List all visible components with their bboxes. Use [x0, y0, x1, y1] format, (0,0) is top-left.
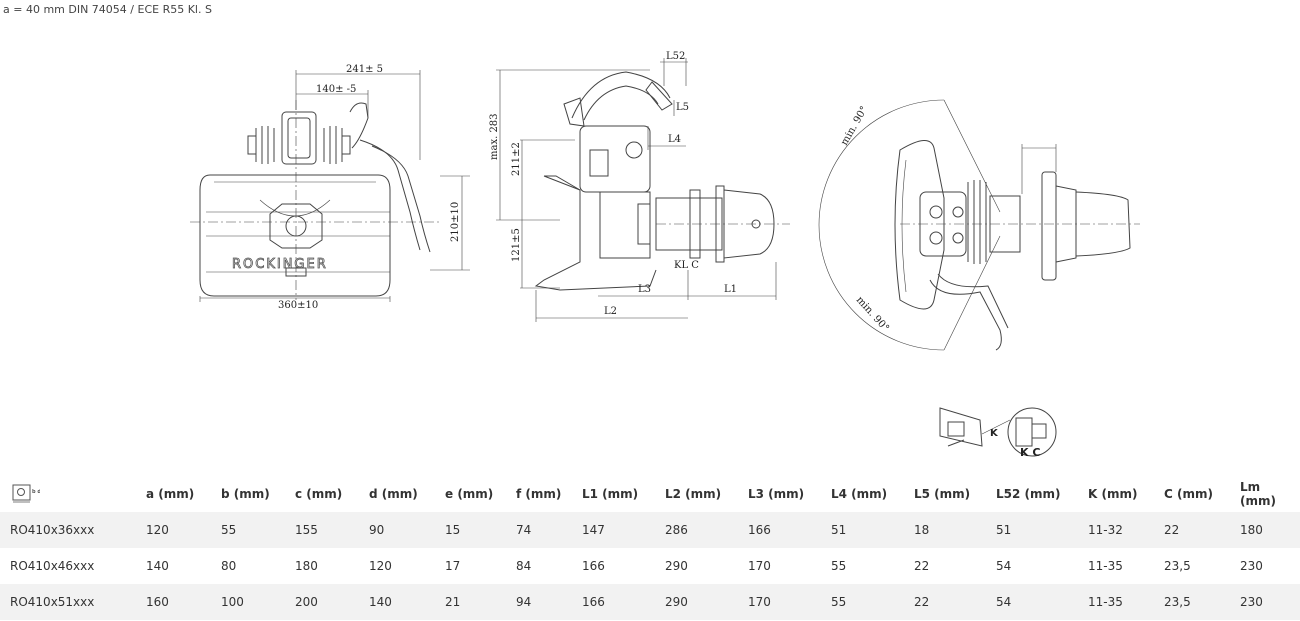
table-cell: 286: [665, 512, 748, 548]
table-header-row: b d a (mm) b (mm) c (mm) d (mm) e (mm) f…: [0, 476, 1300, 512]
table-cell: 11-32: [1088, 512, 1164, 548]
table-cell: 15: [445, 512, 516, 548]
dim-360: 360±10: [278, 300, 318, 311]
table-cell: 170: [748, 584, 831, 620]
table-cell: 120: [369, 559, 392, 573]
col-header: b (mm): [221, 487, 270, 501]
col-header: L4 (mm): [831, 487, 888, 501]
table-cell: 166: [582, 584, 665, 620]
dim-l5: L5: [676, 102, 689, 113]
table-cell: 160: [146, 584, 221, 620]
dim-l3: L3: [638, 284, 651, 295]
table-cell: 23,5: [1164, 584, 1240, 620]
dim-klc: KL C: [674, 260, 699, 271]
table-cell: 51: [996, 512, 1088, 548]
table-cell: 147: [582, 512, 665, 548]
table-cell: 11-35: [1088, 559, 1123, 573]
table-cell: 140: [146, 559, 169, 573]
table-cell: 180: [1240, 512, 1300, 548]
col-header: L52 (mm): [996, 487, 1061, 501]
model-cell: RO410x36xxx: [0, 512, 146, 548]
kc-detail-drawing: K K C: [939, 407, 1057, 459]
table-cell: 290: [665, 584, 748, 620]
col-header: L1 (mm): [582, 487, 639, 501]
table-cell: 51: [831, 512, 914, 548]
col-header: L5 (mm): [914, 487, 971, 501]
table-cell: 55: [221, 512, 295, 548]
table-cell: 54: [996, 559, 1012, 573]
col-header: c (mm): [295, 487, 343, 501]
table-cell: 166: [748, 512, 831, 548]
table-cell: 84: [516, 559, 532, 573]
model-cell: RO410x51xxx: [0, 584, 146, 620]
table-cell: 290: [665, 559, 688, 573]
table-row: RO410x46xxx 140 80 180 120 17 84 166 290…: [0, 548, 1300, 584]
dim-l2: L2: [604, 306, 617, 317]
col-header: Lm (mm): [1240, 480, 1276, 508]
table-cell: 230: [1240, 559, 1263, 573]
col-header: f (mm): [516, 487, 562, 501]
table-cell: 140: [369, 584, 445, 620]
dim-121: 121±5: [511, 228, 522, 262]
table-cell: 55: [831, 584, 914, 620]
col-header: a (mm): [146, 487, 195, 501]
table-cell: 21: [445, 584, 516, 620]
table-cell: 22: [914, 559, 930, 573]
detail-kc: K C: [1020, 446, 1040, 459]
table-cell: 155: [295, 512, 369, 548]
table-cell: 100: [221, 584, 295, 620]
angle-top: min. 90°: [839, 105, 870, 148]
angle-bottom: min. 90°: [854, 295, 891, 334]
top-view-drawing: min. 90° min. 90°: [818, 99, 1140, 351]
col-header: L2 (mm): [665, 487, 722, 501]
table-cell: 80: [221, 559, 237, 573]
specs-table: b d a (mm) b (mm) c (mm) d (mm) e (mm) f…: [0, 476, 1300, 620]
detail-k: K: [990, 428, 999, 439]
table-cell: 22: [1164, 512, 1240, 548]
dim-l52: L52: [666, 51, 685, 62]
dim-210: 210±10: [450, 202, 461, 242]
model-cell: RO410x46xxx: [10, 559, 95, 573]
col-header: L3 (mm): [748, 487, 805, 501]
dimension-legend-icon: b d: [0, 476, 146, 512]
table-cell: 74: [516, 512, 582, 548]
col-header: K (mm): [1088, 487, 1138, 501]
svg-text:b d: b d: [32, 489, 40, 495]
dim-max: max. 283: [489, 113, 500, 160]
coupling-diagram-icon: b d: [12, 484, 40, 502]
table-cell: 180: [295, 559, 318, 573]
side-view-drawing: max. 283 211±2 121±5 L52 L5 L4 KL C: [489, 51, 790, 322]
col-header: e (mm): [445, 487, 494, 501]
table-cell: 94: [516, 584, 582, 620]
table-cell: 200: [295, 584, 369, 620]
table-cell: 166: [582, 559, 605, 573]
table-cell: 22: [914, 584, 996, 620]
table-cell: 23,5: [1164, 559, 1191, 573]
technical-drawing: 241± 5 140± -5 ROCKINGER 210±10: [190, 51, 1140, 459]
dim-211: 211±2: [511, 142, 522, 176]
table-cell: 170: [748, 559, 771, 573]
brand-text: ROCKINGER: [232, 257, 328, 272]
table-cell: 18: [914, 512, 996, 548]
dim-241: 241± 5: [346, 64, 383, 75]
col-header: C (mm): [1164, 487, 1213, 501]
dim-l4: L4: [668, 134, 681, 145]
table-cell: 90: [369, 512, 445, 548]
table-cell: 230: [1240, 584, 1300, 620]
table-cell: 11-35: [1088, 584, 1164, 620]
front-view-drawing: 241± 5 140± -5 ROCKINGER 210±10: [190, 64, 470, 311]
dim-l1: L1: [724, 284, 737, 295]
table-cell: 54: [996, 584, 1088, 620]
table-row: RO410x36xxx 120 55 155 90 15 74 147 286 …: [0, 512, 1300, 548]
table-cell: 55: [831, 559, 847, 573]
col-header: d (mm): [369, 487, 418, 501]
table-cell: 17: [445, 559, 461, 573]
table-row: RO410x51xxx 160 100 200 140 21 94 166 29…: [0, 584, 1300, 620]
table-cell: 120: [146, 512, 221, 548]
page-caption: a = 40 mm DIN 74054 / ECE R55 Kl. S: [3, 3, 212, 16]
dim-140: 140± -5: [316, 84, 356, 95]
